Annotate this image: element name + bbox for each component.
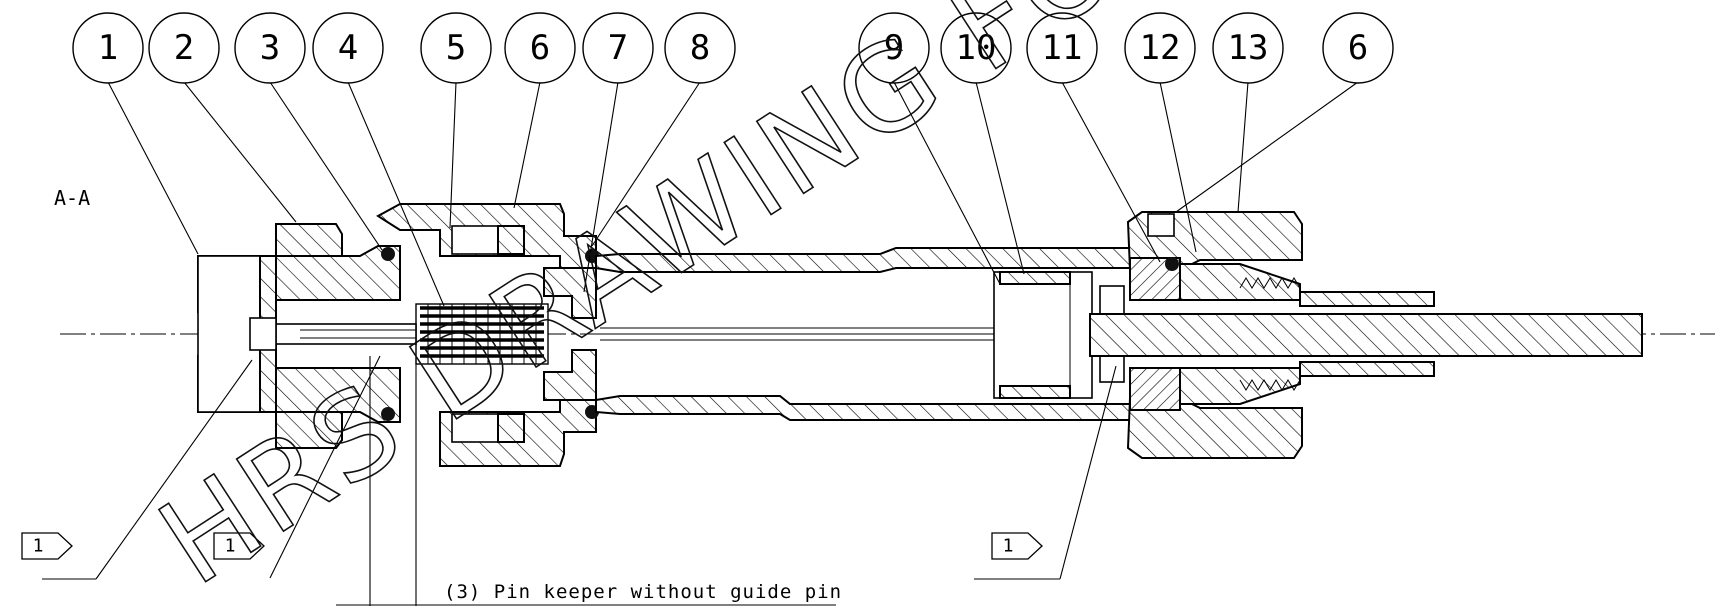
callout-6: 6 (504, 12, 576, 209)
svg-text:10: 10 (956, 28, 997, 68)
svg-text:6: 6 (1348, 28, 1368, 68)
cable-conductor (1089, 313, 1643, 357)
flag-marker-middle: 1 (213, 355, 381, 579)
reference-watermark: HRS DRAWING FOR REFERENCE (136, 0, 1715, 611)
o-ring (381, 247, 395, 261)
svg-text:(3) Pin keeper without guide p: (3) Pin keeper without guide pin (444, 581, 842, 603)
svg-text:1: 1 (33, 536, 44, 557)
plug-assembly (197, 203, 599, 467)
svg-text:2: 2 (174, 28, 194, 68)
callout-4: 4 (312, 12, 445, 307)
svg-text:12: 12 (1140, 28, 1181, 68)
pin-keeper-note: (3) Pin keeper without guide pin (336, 356, 842, 606)
svg-text:8: 8 (690, 28, 710, 68)
svg-text:11: 11 (1042, 28, 1083, 68)
svg-text:1: 1 (98, 28, 118, 68)
callout-13: 13 (1212, 12, 1284, 213)
inner-contact-part (993, 271, 1093, 399)
callout-6-right: 6 (1175, 12, 1394, 213)
coupling-ring-part (275, 223, 343, 257)
callout-11: 11 (1026, 12, 1161, 263)
svg-text:1: 1 (1003, 536, 1014, 557)
section-label: A-A (54, 186, 90, 210)
clamp-assembly (1089, 211, 1643, 459)
svg-text:7: 7 (608, 28, 628, 68)
callout-1: 1 (72, 12, 199, 255)
svg-text:4: 4 (338, 28, 358, 68)
svg-text:13: 13 (1228, 28, 1269, 68)
callout-2: 2 (148, 12, 297, 223)
callout-8: 8 (591, 12, 736, 247)
callout-9: 9 (858, 12, 1001, 285)
callout-12: 12 (1124, 12, 1197, 253)
svg-text:9: 9 (884, 28, 904, 68)
svg-text:5: 5 (446, 28, 466, 68)
svg-text:1: 1 (225, 536, 236, 557)
callout-7: 7 (582, 12, 654, 293)
flag-marker-right: 1 (974, 365, 1117, 580)
callout-10: 10 (940, 12, 1025, 275)
cable-jacket (1299, 291, 1435, 307)
callouts: 1 2 3 4 5 6 7 (72, 12, 1394, 307)
svg-text:6: 6 (530, 28, 550, 68)
spring-part (415, 303, 549, 365)
flag-marker-left: 1 (21, 359, 253, 580)
svg-text:3: 3 (260, 28, 280, 68)
callout-3: 3 (234, 12, 383, 251)
callout-5: 5 (420, 12, 492, 229)
